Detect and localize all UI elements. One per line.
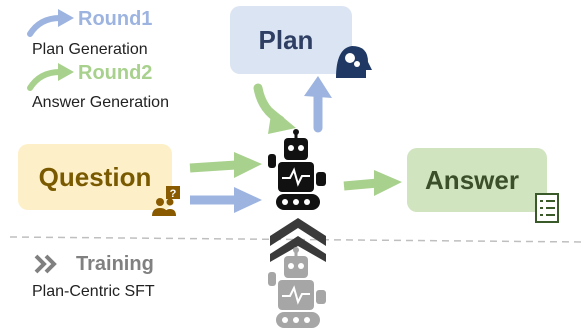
double-chevron-right-icon <box>34 254 57 274</box>
round2-legend-arrowhead <box>58 63 74 81</box>
robot-icon <box>268 129 326 210</box>
round1-subtitle: Plan Generation <box>32 41 148 58</box>
question-to-robot-green-arrowhead <box>234 152 262 178</box>
answer-label: Answer <box>425 164 519 195</box>
chevron-up-double-icon <box>270 218 326 262</box>
robot-grey-icon <box>268 247 326 328</box>
plan-to-robot-arrowhead <box>268 108 296 134</box>
round1-title: Round1 <box>78 8 153 30</box>
question-node: Question <box>18 144 172 210</box>
plan-node: Plan <box>230 6 352 74</box>
round1-legend-arrow <box>27 15 63 37</box>
robot-to-answer-arrowhead <box>374 170 402 196</box>
svg-text:?: ? <box>170 188 177 200</box>
question-to-robot-blue-arrowhead <box>234 187 262 213</box>
training-title: Training <box>76 253 154 275</box>
round2-legend-arrow <box>27 69 63 91</box>
round2-subtitle: Answer Generation <box>32 94 169 111</box>
robot-to-answer-arrow <box>343 178 379 191</box>
question-label: Question <box>38 161 152 192</box>
round1-legend-arrowhead <box>58 9 74 27</box>
training-subtitle: Plan-Centric SFT <box>32 283 155 300</box>
answer-node: Answer <box>407 148 547 212</box>
robot-to-plan-arrowhead <box>304 76 332 98</box>
round2-title: Round2 <box>78 62 153 84</box>
question-to-robot-green-arrow <box>189 160 237 173</box>
plan-label: Plan <box>258 24 314 55</box>
